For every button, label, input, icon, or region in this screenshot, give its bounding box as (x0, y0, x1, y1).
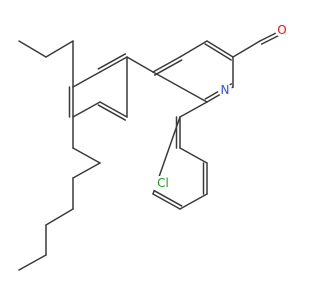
oxygen-label: O (277, 23, 286, 37)
bond-line (179, 193, 208, 210)
bond-lines (18, 29, 285, 271)
bond-line (18, 40, 47, 58)
bond-line (152, 56, 181, 73)
bond-line (72, 162, 101, 179)
bond-line (97, 53, 127, 70)
chlorine-label: Cl (157, 176, 169, 190)
bond-line (152, 71, 208, 103)
nitrogen-atom: N (218, 83, 232, 97)
nitrogen-label: N (221, 83, 230, 97)
bond-line (206, 40, 234, 58)
bond-line (45, 40, 74, 58)
chlorine-atom: Cl (154, 176, 173, 190)
bond-line (204, 43, 232, 61)
bond-line (126, 56, 154, 73)
bond-line (179, 147, 208, 164)
bond-line (97, 104, 127, 121)
bond-line (152, 193, 181, 210)
bond-line (232, 40, 261, 58)
bond-line (72, 147, 101, 164)
bond-line (18, 254, 47, 271)
bond-line (99, 56, 128, 73)
bond-line (72, 71, 101, 88)
bond-line (153, 59, 183, 76)
molecule-diagram: O N Cl (18, 23, 289, 271)
bond-line (179, 101, 208, 118)
bond-line (45, 208, 74, 226)
bond-line (72, 101, 101, 118)
bond-line (179, 40, 208, 58)
bond-line (153, 190, 183, 207)
bond-line (99, 101, 128, 118)
oxygen-atom: O (275, 23, 289, 37)
